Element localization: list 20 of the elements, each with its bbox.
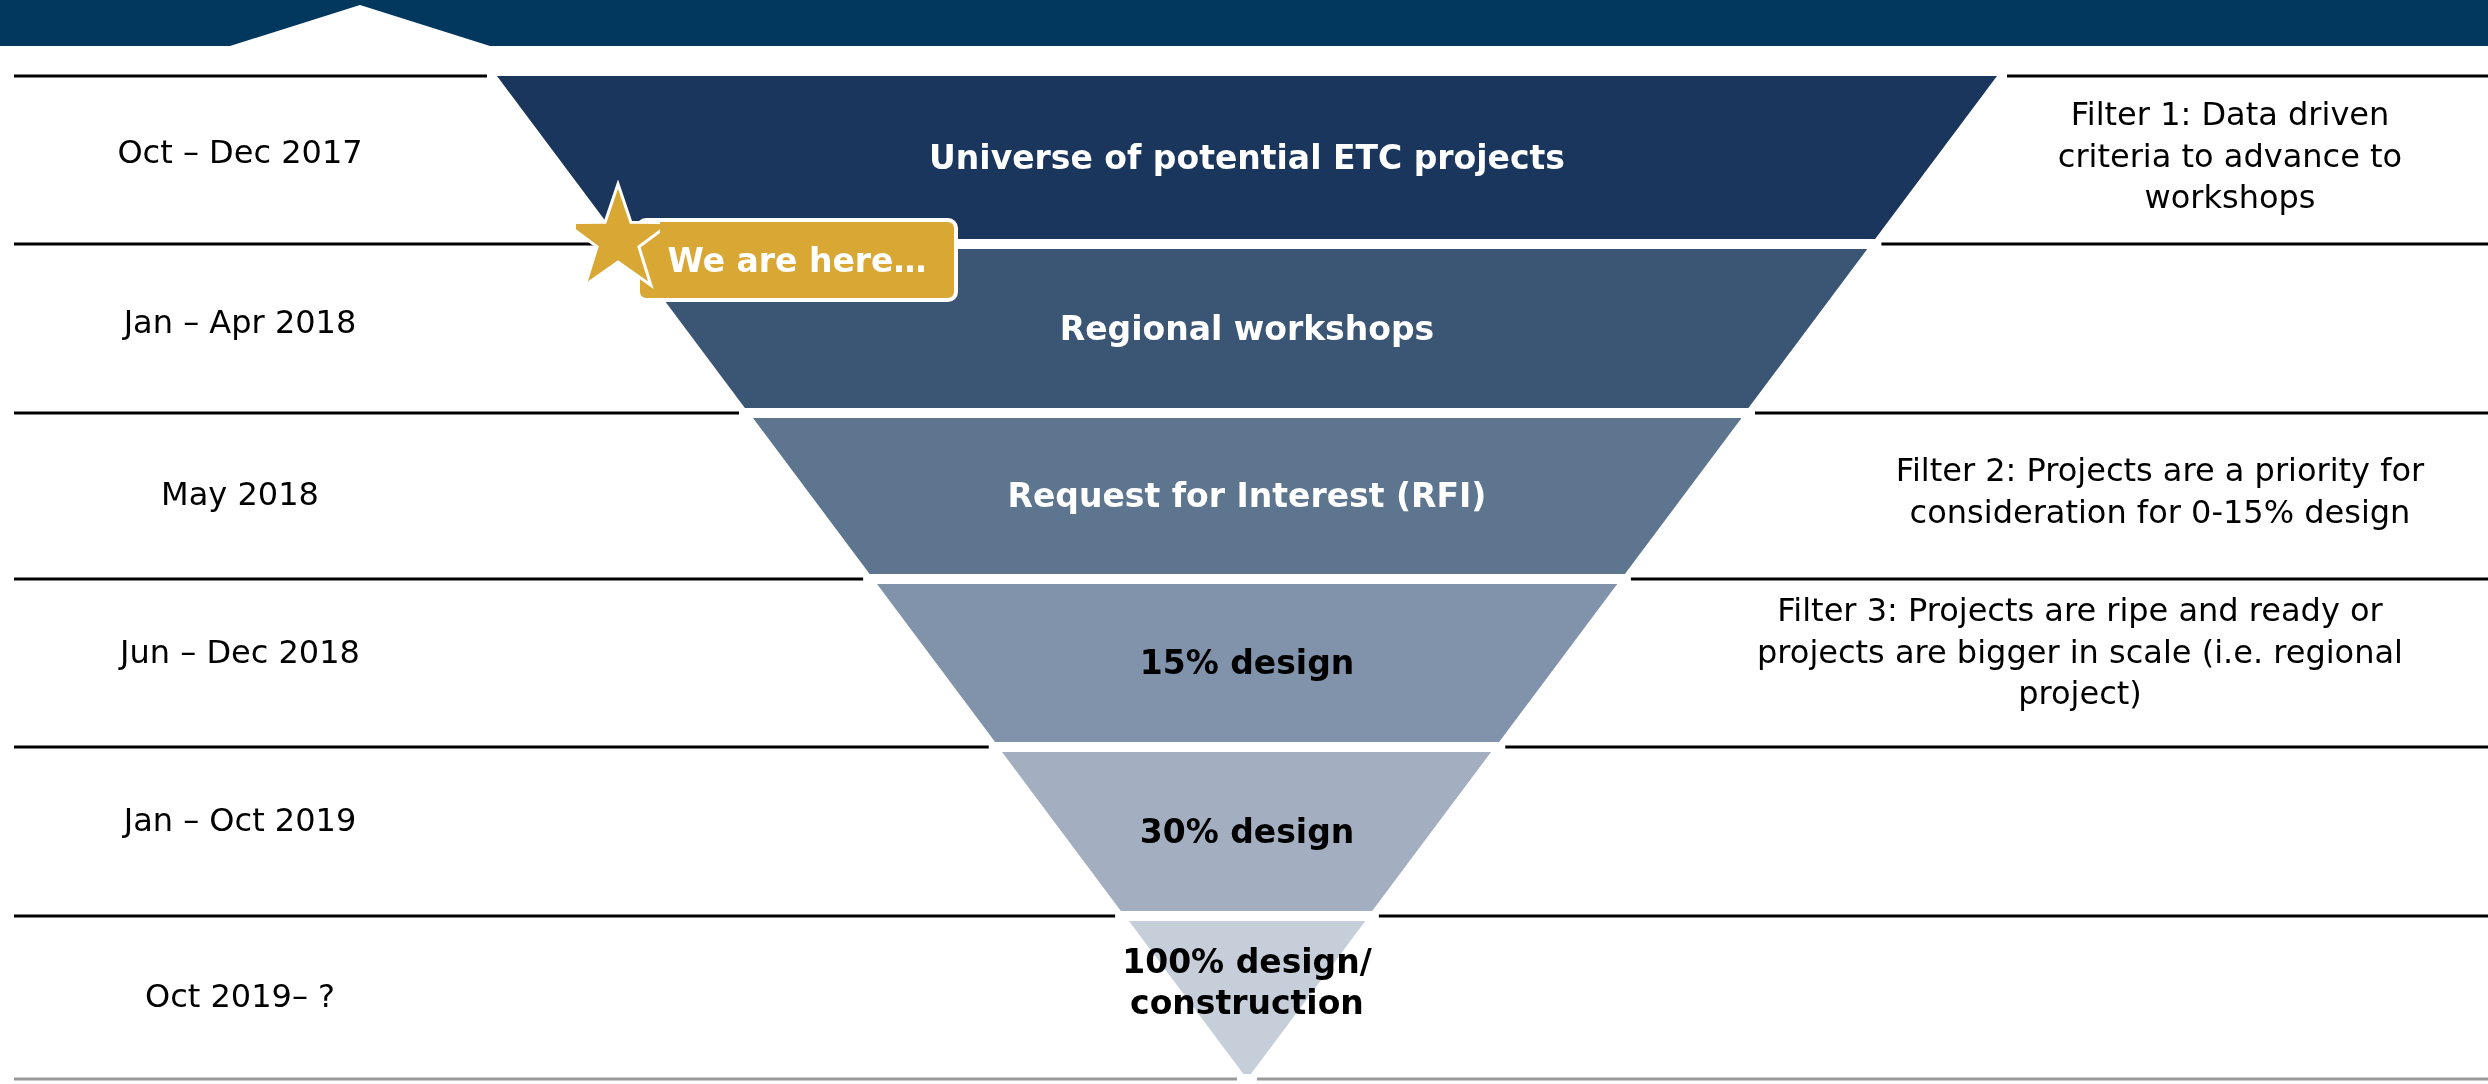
- band-label: 100% design/ construction: [1121, 941, 1373, 1024]
- band-label: Request for Interest (RFI): [1006, 475, 1488, 517]
- location-tooltip: We are here…: [636, 218, 958, 302]
- date-label: May 2018: [160, 474, 320, 515]
- filter-note: Filter 2: Projects are a priority for consideration for 0-15% design: [1894, 450, 2426, 533]
- band-label: Universe of potential ETC projects: [928, 136, 1566, 178]
- band-label: 30% design: [1138, 810, 1356, 852]
- funnel-band: [497, 76, 1997, 239]
- filter-note: Filter 3: Projects are ripe and ready or projects are bigger in scale (i.e. regional project): [1756, 590, 2404, 715]
- band-label: Regional workshops: [1058, 307, 1436, 349]
- date-label: Oct – Dec 2017: [116, 132, 364, 173]
- funnel-band: [876, 584, 1618, 742]
- date-label: Jan – Apr 2018: [121, 302, 358, 343]
- band-label: 15% design: [1138, 642, 1356, 684]
- filter-note: Filter 1: Data driven criteria to advance to workshops: [2056, 94, 2404, 219]
- date-label: Jun – Dec 2018: [117, 632, 361, 673]
- funnel-band: [1002, 752, 1492, 911]
- date-label: Jan – Oct 2019: [121, 800, 358, 841]
- funnel-band: [752, 418, 1742, 574]
- date-label: Oct 2019– ?: [143, 976, 337, 1017]
